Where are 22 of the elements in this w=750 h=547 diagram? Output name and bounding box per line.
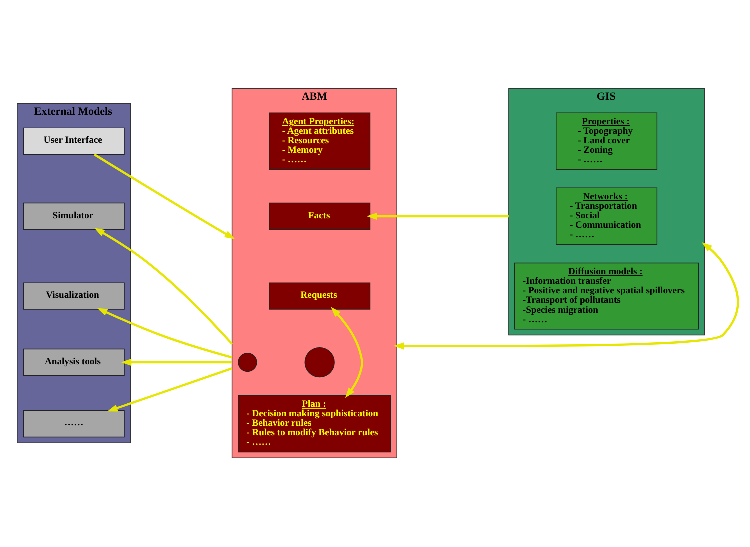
arrow — [366, 212, 509, 220]
node-box: Visualization — [23, 282, 125, 310]
node-circle — [304, 347, 335, 378]
node-box: Diffusion models : -Information transfer - Positive and negative spatial spillovers -Transport of pollutants -Species migration - …… — [514, 262, 700, 330]
arrow — [94, 154, 236, 240]
arrow — [94, 228, 234, 345]
node-box: Facts — [269, 202, 371, 230]
node-box: Networks : - Transportation - Social - Communication - …… — [556, 188, 658, 246]
node-box: Requests — [269, 282, 371, 310]
arrow — [394, 242, 740, 350]
arrow — [331, 307, 364, 398]
node-box: Simulator — [23, 202, 125, 230]
node-box: Properties : - Topography - Land cover - Zoning - …… — [556, 112, 658, 170]
arrow — [108, 368, 233, 412]
node-circle — [238, 352, 258, 372]
node-box: User Interface — [23, 128, 125, 156]
arrow — [97, 308, 233, 359]
node-box: Plan : - Decision making sophistication - Behavior rules - Rules to modify Behavior rules - …… — [238, 395, 392, 453]
node-box: Agent Properties: - Agent attributes - Resources - Memory - …… — [269, 112, 371, 170]
node-box: Analysis tools — [23, 348, 125, 376]
arrow — [121, 358, 232, 366]
node-box: …… — [23, 410, 125, 438]
